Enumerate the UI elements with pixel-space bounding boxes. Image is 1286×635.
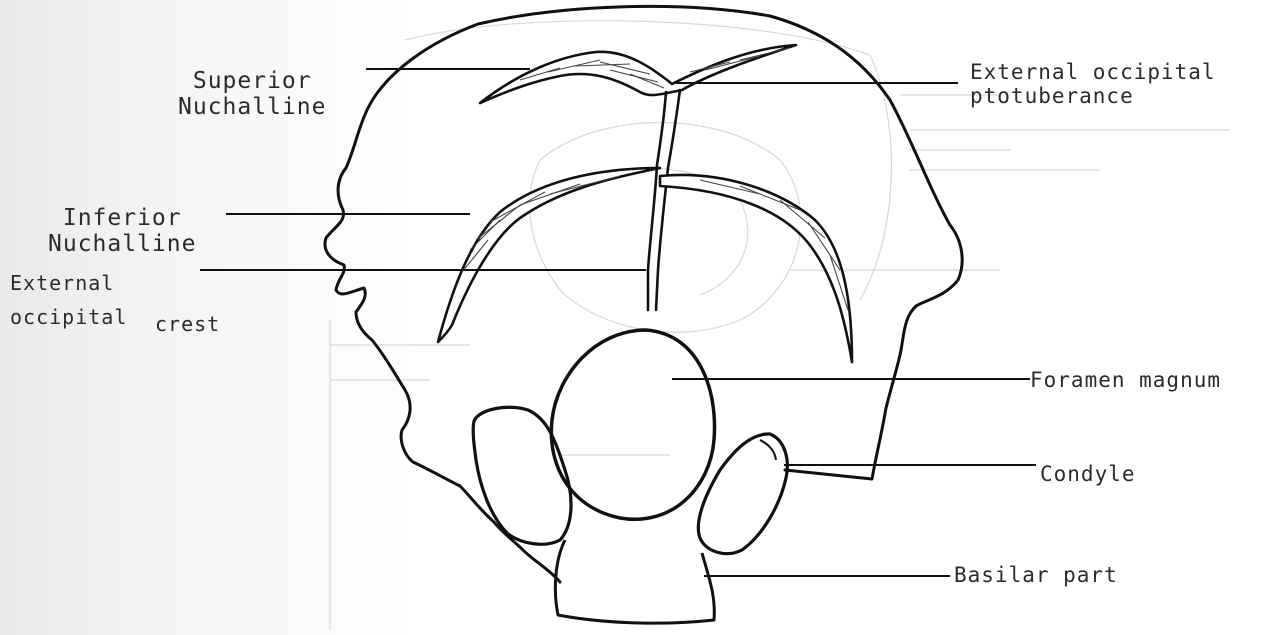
inferior-nuchal-line-right-arm	[660, 175, 852, 362]
label-external-occipital-crest-tail: crest	[155, 313, 220, 336]
label-foramen-magnum-text: Foramen magnum	[1030, 368, 1221, 392]
label-external-occipital-protuberance-line1: External occipital	[970, 60, 1216, 84]
right-condyle-inner-stroke	[760, 440, 776, 460]
background-ghost-sketch	[330, 21, 1230, 630]
label-condyle: Condyle	[1040, 462, 1136, 486]
label-basilar-part-text: Basilar part	[954, 563, 1118, 587]
label-external-occipital-crest-line1: External	[10, 272, 114, 295]
label-foramen-magnum: Foramen magnum	[1030, 368, 1221, 392]
basilar-part-shape	[555, 540, 714, 623]
label-external-occipital-crest: External	[10, 272, 114, 295]
label-basilar-part: Basilar part	[954, 563, 1118, 587]
label-external-occipital-protuberance: External occipital ptotuberance	[970, 60, 1216, 108]
label-superior-nuchal-line-line1: Superior	[178, 68, 326, 94]
label-superior-nuchal-line: Superior Nuchalline	[178, 68, 326, 121]
foramen-magnum-shape	[551, 330, 714, 519]
label-external-occipital-crest-line2: occipital	[10, 306, 127, 329]
label-condyle-text: Condyle	[1040, 462, 1136, 486]
label-superior-nuchal-line-line2: Nuchalline	[178, 94, 326, 120]
label-external-occipital-protuberance-line2: ptotuberance	[970, 84, 1216, 108]
left-condyle-shape	[473, 407, 571, 544]
inferior-nuchal-line-left-arm	[438, 168, 660, 342]
label-inferior-nuchal-line-line2: Nuchalline	[48, 231, 196, 257]
label-external-occipital-crest-tail-wrap: crest	[155, 313, 220, 336]
superior-nuchal-line-band	[480, 45, 796, 103]
label-inferior-nuchal-line-line1: Inferior	[48, 205, 196, 231]
label-external-occipital-crest-line2-wrap: occipital	[10, 306, 127, 329]
label-inferior-nuchal-line: Inferior Nuchalline	[48, 205, 196, 258]
